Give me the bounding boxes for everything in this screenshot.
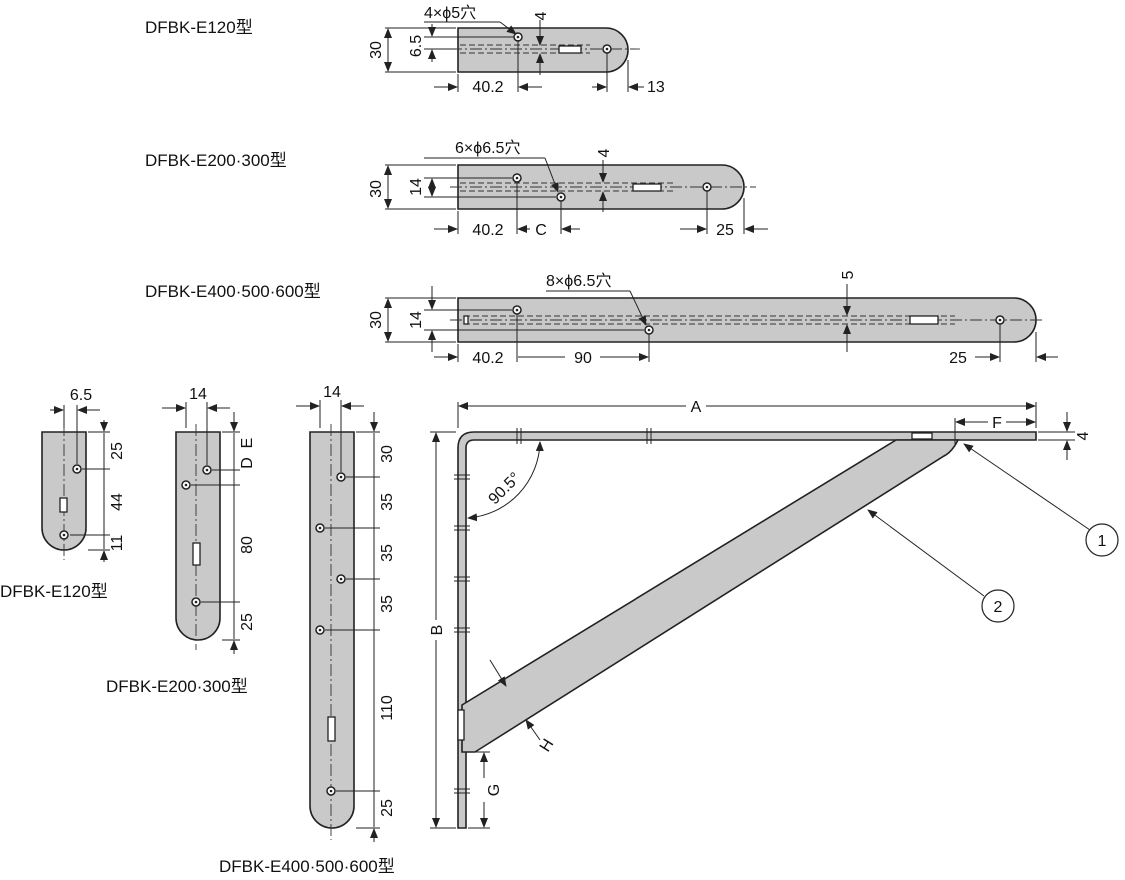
top-view-e200: DFBK-E200·300型 6×ϕ6.5穴 30 14 4 (145, 139, 768, 239)
slot (192, 542, 201, 566)
dim-E: E (239, 438, 256, 449)
model-label-e120-top: DFBK-E120型 (145, 18, 253, 37)
dim-110: 110 (379, 695, 396, 721)
dim-25: 25 (379, 799, 396, 817)
dim-25: 25 (716, 222, 734, 239)
bar-e120-top (457, 27, 629, 73)
dim-35: 35 (379, 493, 396, 511)
top-view-e120: DFBK-E120型 4×ϕ5穴 30 6.5 4 40.2 (145, 4, 665, 96)
dim-13: 13 (647, 79, 665, 96)
model-label-e200-top: DFBK-E200·300型 (145, 151, 287, 170)
model-label-e400-top: DFBK-E400·500·600型 (145, 282, 321, 301)
dim-4: 4 (596, 148, 613, 157)
dim-14: 14 (408, 178, 425, 196)
dim-30: 30 (368, 180, 385, 198)
hole-note-e200: 6×ϕ6.5穴 (455, 139, 520, 157)
dim-35: 35 (379, 544, 396, 562)
dim-14: 14 (189, 386, 207, 403)
dim-14: 14 (323, 384, 341, 401)
dim-C: C (535, 222, 547, 239)
dim-30: 30 (379, 445, 396, 463)
dim-5: 5 (840, 270, 857, 279)
model-label-e200-side: DFBK-E200·300型 (106, 677, 248, 696)
dim-A: A (691, 399, 702, 416)
dim-35: 35 (379, 595, 396, 613)
dim-25: 25 (949, 350, 967, 367)
dim-D: D (239, 457, 256, 469)
dim-G: G (486, 784, 503, 796)
hole-note-e120: 4×ϕ5穴 (424, 4, 476, 22)
slot (632, 183, 662, 192)
model-label-e120-side: DFBK-E120型 (0, 582, 108, 601)
dim-40-2: 40.2 (472, 79, 503, 96)
top-view-e400: DFBK-E400·500·600型 8×ϕ6.5穴 30 14 5 (145, 270, 1058, 367)
dim-40-2: 40.2 (472, 222, 503, 239)
dim-14: 14 (408, 311, 425, 329)
callout-1-circle (1085, 523, 1119, 557)
callout-2: 2 (994, 599, 1003, 616)
front-view-bracket: A F 4 B G H 90.5° 1 (429, 399, 1119, 829)
side-view-e120: 6.5 25 44 11 DFBK-E120型 (0, 387, 126, 601)
slot (327, 716, 336, 742)
bracket-frame (457, 431, 1037, 829)
dim-angle: 90.5° (486, 470, 525, 509)
callout-2-circle (981, 589, 1015, 623)
dim-44: 44 (109, 493, 126, 511)
diagonal-brace (461, 439, 960, 753)
dim-80: 80 (239, 536, 256, 554)
dim-30: 30 (368, 41, 385, 59)
dim-25: 25 (109, 442, 126, 460)
dim-6-5: 6.5 (408, 35, 425, 57)
dim-40-2: 40.2 (472, 350, 503, 367)
dim-25: 25 (239, 613, 256, 631)
hole-note-e400: 8×ϕ6.5穴 (546, 272, 611, 290)
dim-4: 4 (533, 11, 550, 20)
dim-B: B (429, 625, 446, 636)
slot (558, 45, 582, 54)
dim-6-5: 6.5 (70, 387, 92, 404)
slot (59, 497, 68, 513)
side-view-e200: 14 D E 80 25 DFBK-E200·300型 (106, 386, 256, 696)
dim-90: 90 (574, 350, 592, 367)
dim-30: 30 (368, 311, 385, 329)
callout-1: 1 (1098, 533, 1107, 550)
dim-H: H (537, 736, 558, 755)
side-view-e400: 14 30 35 35 35 110 25 DFBK-E400·500·600型 (219, 384, 396, 876)
model-label-e400-side: DFBK-E400·500·600型 (219, 857, 395, 875)
dim-F: F (992, 415, 1002, 432)
dim-11: 11 (109, 535, 126, 552)
slot (909, 315, 939, 325)
dim-4: 4 (1075, 431, 1092, 440)
